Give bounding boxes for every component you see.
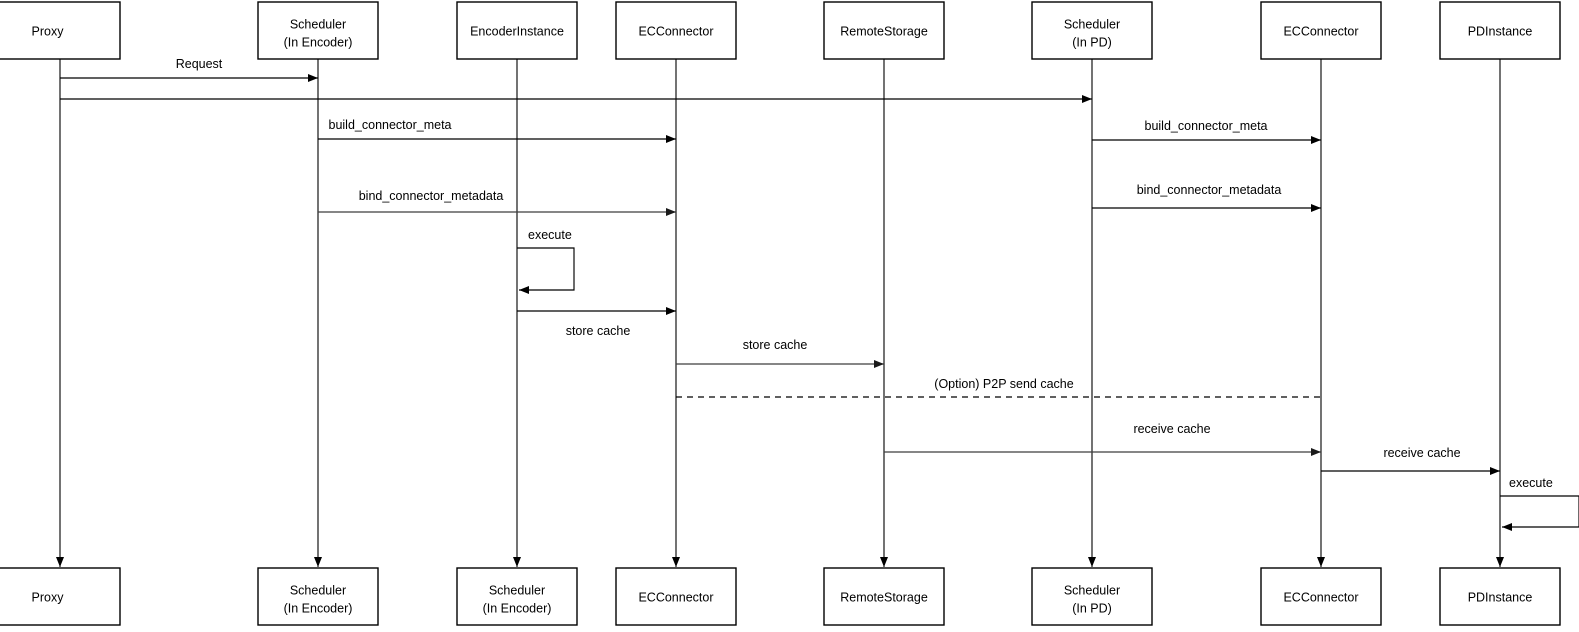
participant-top-box-remote[interactable] [823,1,945,60]
participant-bottom-box-encoder[interactable] [456,567,578,626]
self-message-path-s2 [1500,495,1579,531]
message-label-m7: store cache [566,324,631,338]
participant-top-box-proxy[interactable] [0,1,121,60]
participant-top-label-ecconn_r: ECConnector [1283,25,1358,39]
self-message-label-s1: execute [528,228,572,242]
participant-bottom-label-ecconn_r: ECConnector [1283,591,1358,605]
message-label-m3: build_connector_meta [329,118,452,132]
participant-top-sublabel-sched_enc: (In Encoder) [284,36,353,50]
participant-top-box-pdinst[interactable] [1439,1,1561,60]
participant-top-label-ecconn_l: ECConnector [638,25,713,39]
self-message-label-s2: execute [1509,476,1553,490]
participant-bottom-box-pdinst[interactable] [1439,567,1561,626]
participant-top-label-encoder: EncoderInstance [470,25,564,39]
message-label-m10: receive cache [1133,422,1210,436]
message-label-m11: receive cache [1383,446,1460,460]
participant-top-label-pdinst: PDInstance [1468,25,1533,39]
message-label-m4: build_connector_meta [1145,119,1268,133]
participant-bottom-label-sched_pd: Scheduler [1064,584,1120,598]
participant-bottom-label-encoder: Scheduler [489,584,545,598]
participant-top-box-sched_pd[interactable] [1031,1,1153,60]
participant-bottom-box-proxy[interactable] [0,567,121,626]
participant-top-box-ecconn_l[interactable] [615,1,737,60]
message-label-m5: bind_connector_metadata [359,189,504,203]
participant-bottom-box-sched_enc[interactable] [257,567,379,626]
participant-top-label-sched_pd: Scheduler [1064,18,1120,32]
participant-bottom-box-ecconn_r[interactable] [1260,567,1382,626]
message-label-m8: store cache [743,338,808,352]
participant-bottom-label-proxy: Proxy [32,591,65,605]
lifelines-group [56,59,1504,567]
participant-bottom-label-remote: RemoteStorage [840,591,928,605]
participant-top-label-remote: RemoteStorage [840,25,928,39]
message-label-m9: (Option) P2P send cache [934,377,1073,391]
messages-group: Request build_connector_meta build_connect… [60,57,1500,475]
participant-bottom-box-ecconn_l[interactable] [615,567,737,626]
participant-top-label-sched_enc: Scheduler [290,18,346,32]
participant-top-sublabel-sched_pd: (In PD) [1072,36,1112,50]
self-messages-group: execute execute [517,228,1579,531]
participant-bottom-label-ecconn_l: ECConnector [638,591,713,605]
participant-top-box-encoder[interactable] [456,1,578,60]
participant-bottom-sublabel-sched_enc: (In Encoder) [284,602,353,616]
participant-top-box-ecconn_r[interactable] [1260,1,1382,60]
participant-bottom-sublabel-sched_pd: (In PD) [1072,602,1112,616]
participant-bottom-label-sched_enc: Scheduler [290,584,346,598]
message-label-m6: bind_connector_metadata [1137,183,1282,197]
participant-bottom-sublabel-encoder: (In Encoder) [483,602,552,616]
participant-bottom-box-remote[interactable] [823,567,945,626]
participant-top-label-proxy: Proxy [32,25,65,39]
self-message-path-s1 [517,247,575,294]
participant-bottom-box-sched_pd[interactable] [1031,567,1153,626]
message-label-m1: Request [176,57,223,71]
participant-bottom-label-pdinst: PDInstance [1468,591,1533,605]
participant-top-box-sched_enc[interactable] [257,1,379,60]
